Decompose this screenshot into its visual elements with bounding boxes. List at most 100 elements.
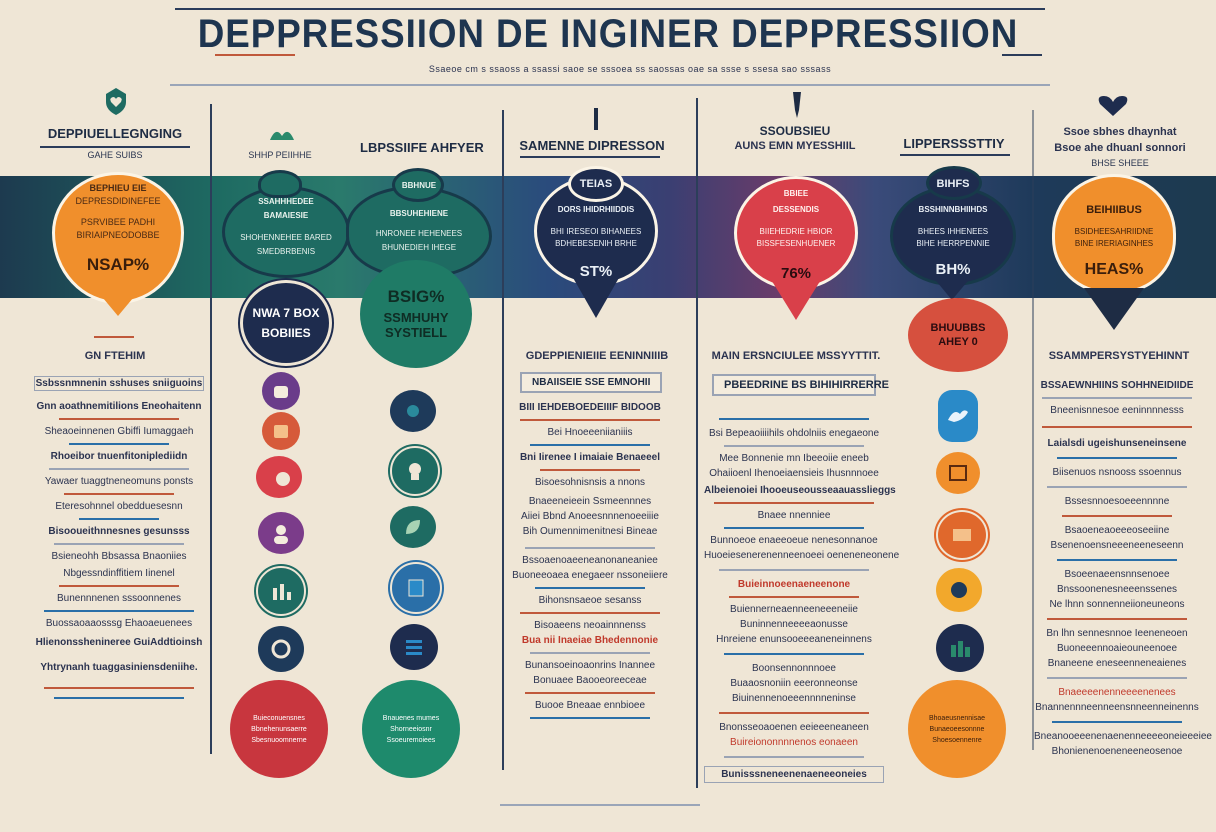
col6-list-item: Bnannennneenneensnneenneinenns [1035, 702, 1199, 713]
col2-green-badge-value: BSIG% [387, 286, 445, 306]
col6-sub1: Bsoe ahe dhuanl sonnori [1054, 142, 1186, 154]
col4-list-item: Bunisssneneenenaeneeoneies [704, 766, 884, 783]
ticket-icon [262, 412, 300, 450]
col6-rule [1057, 559, 1177, 561]
col2-red-line1: Buieconuensnes [253, 714, 305, 722]
col6-list-item: BSSAEWNHIINS SOHHNEIDIIDE [1040, 380, 1194, 391]
col2-bubble1-top [258, 170, 302, 198]
col1-rule [54, 543, 184, 545]
col6-list-item: Bneanooeeenenaenenneeeeoneieeeiee [1034, 731, 1212, 742]
col3-rule [535, 587, 645, 589]
col3-list-item: Bihonsnsaeoe sesanss [538, 595, 642, 606]
col1-rule [54, 697, 184, 699]
col3-heading: SAMENNE DIPRESSON [519, 138, 665, 153]
col2-bubble2-line1: BBSUHEHIENE [389, 209, 449, 218]
col2-bubble1-title: SSAHHHEDEE [258, 197, 314, 206]
col1-heading-rule [40, 146, 190, 148]
col5-bottom-badge: Bhoaeusnennisae Bunaeoeesonnne Shoesoenn… [908, 680, 1006, 778]
col5-bottom-line2: Bunaeoeesonnne [929, 725, 985, 733]
leaf-circle-icon [390, 506, 436, 548]
col6-badge-line1: BSIDHEESAHRIIDNE [1074, 227, 1154, 236]
col1-rule [59, 418, 179, 420]
col4-list-item: Huoeiesenerenenneenoeei oeneneneonene [704, 550, 900, 561]
col6-badge-line2: BINE IRERIAGINHES [1074, 239, 1154, 248]
col4-badge-value: 76% [780, 265, 812, 282]
col3-marker [594, 108, 598, 130]
col3-badge-line1: DORS IHIDRHIIDDIS [557, 205, 635, 214]
heart-shield-icon [106, 88, 126, 115]
col2-bubble2-top [392, 168, 444, 202]
col4-rule [724, 445, 864, 447]
col4-list-item: Hnreiene enunsooeeeaneneinnens [716, 634, 872, 645]
col1-badge-line3: BIRIAIPNEODOBBE [76, 230, 160, 240]
col2-bubble2-title: BBHNUE [401, 181, 437, 190]
footer-rule [500, 804, 700, 806]
col3-rule [525, 547, 655, 549]
col4-list-item: Bnonsseoaoenen eeieeeneaneen [719, 722, 869, 733]
header-rule-bottom [170, 84, 1050, 86]
divider-1 [210, 104, 212, 754]
col3-list-item: Bisoaeens neoainnnenss [534, 620, 646, 631]
heart-icon [1098, 96, 1128, 116]
col6-rule [1062, 515, 1172, 517]
list-icon [390, 624, 438, 670]
col6-list-item: Bsoeenaeensnnsenoee [1064, 569, 1170, 580]
col1-list-item: Bsieneohh Bbsassa Bnaoniies [51, 551, 187, 562]
col3-list-item: Buoneeoaea enegaeer nssoneiiere [512, 570, 668, 581]
col4-list-item: Boonsennonnnoee [752, 663, 836, 674]
col6-heading: Ssoe sbhes dhaynhat [1063, 126, 1177, 138]
col3-list-item: Bisoesohnisnsis a nnons [534, 477, 646, 488]
col3-badge-value: ST% [579, 263, 613, 280]
col6-orange-badge [1052, 174, 1176, 294]
col1-rule [69, 443, 169, 445]
col5-heading: LIPPERSSSTTIY [903, 136, 1005, 151]
col6-rule [1047, 677, 1187, 679]
title-rule-right [1002, 54, 1042, 56]
col2-bubble2-line3: BHUNEDIEH IHEGE [381, 243, 457, 252]
col4-list-item: Bsi Bepeaoiiiihils ohdolniis enegaeone [708, 428, 880, 439]
col4-list-item: Bnaee nnenniee [757, 510, 831, 521]
col5-heading-rule [900, 154, 1010, 156]
col1-heading: DEPPIUELLEGNGING [47, 126, 183, 141]
col4-list-title: MAIN ERSNCIULEE MSSYYTTIT. [711, 350, 881, 362]
col6-list: BSSAEWNHIINS SOHHNEIDIIDE Bneenisnnesoe … [1034, 380, 1212, 757]
col2-bottom-green-badge: Bnauenes mumes Shorneeiosnr Ssoeuremoiee… [362, 680, 460, 778]
col6-list-item: Bneenisnnesoe eeninnnnesss [1050, 405, 1184, 416]
col4-rule [714, 502, 874, 504]
chart-icon [256, 566, 306, 616]
col4-rule [724, 527, 864, 529]
col3-badge-title: TEIAS [579, 178, 613, 190]
col6-list-title: SSAMMPERSYSTYEHINNT [1048, 350, 1190, 362]
col4-badge-line3: BISSFESENHUENER [756, 239, 836, 248]
col1-list-item: Yawaer tuaggtneneomuns ponsts [44, 476, 194, 487]
col2-bubble1-line1: BAMAIESIE [263, 211, 309, 220]
col2-bubble2-line2: HNRONEE HEHENEES [375, 229, 463, 238]
col5-red-badge: BHUUBBS AHEY 0 [908, 298, 1008, 372]
col2-green-line1: Bnauenes mumes [382, 714, 440, 722]
col5-bottom-line3: Shoesoennenre [932, 736, 982, 744]
col6-rule [1047, 486, 1187, 488]
col4-list-item: Buaaosnoniin eeeronneonse [730, 678, 858, 689]
col1-list-item: Buossaoaaosssg Ehaoaeuenees [45, 618, 193, 629]
col1-rule [59, 585, 179, 587]
col3-heading-rule [520, 156, 660, 158]
col6-rule [1042, 397, 1192, 399]
col1-list-item: Yhtrynanh tuaggasiniensdeniihe. [40, 662, 198, 673]
col3-rule [520, 612, 660, 614]
col5-bubble-value: BH% [935, 261, 971, 278]
col6-sub2: BHSE SHEEE [1091, 158, 1149, 168]
col1-badge-point [98, 292, 138, 316]
col2-green-badge: BSIG% SSMHUHY SYSTIELL [360, 260, 472, 368]
col4-list-item: Biuinennenoeeennnneninse [731, 693, 856, 704]
col2-red-line3: Sbesnuoomnerne [251, 736, 307, 744]
col6-list-item: Bssesnnoesoeeennnne [1064, 496, 1170, 507]
col6-list-item: Laialsdi ugeishunseneinsene [1047, 438, 1187, 449]
col3-list-item: Bunansoeinoaonrins Inannee [524, 660, 656, 671]
person-icon [258, 512, 304, 554]
col2-bubble2-content: BBHNUE BBSUHEHIENE HNRONEE HEHENEES BHUN… [346, 180, 492, 254]
col6-list-item: Bsenenoensneeeneeneseenn [1050, 540, 1184, 551]
col3-rule [530, 717, 650, 719]
col2-dark-badge-line2: BOBIIES [261, 326, 311, 340]
col4-list-item: Albeienoiei Ihooeuseousseaauasslieggs [704, 485, 896, 496]
col3-list-item: Bonuaee Baooeoreeceae [533, 675, 647, 686]
